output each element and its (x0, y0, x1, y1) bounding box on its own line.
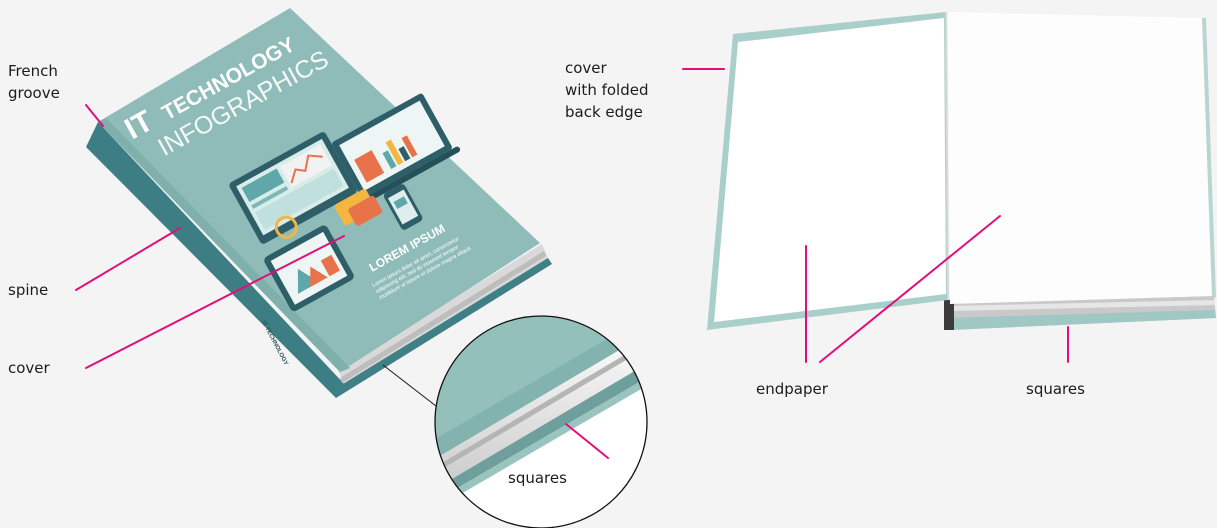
leader-squares-zoom (565, 423, 609, 459)
leader-french-groove (85, 104, 104, 127)
leader-endpaper-right (819, 215, 1001, 363)
endpaper-left (714, 18, 946, 322)
label-cover-folded-line-1: cover (565, 59, 607, 77)
cover-illustration (229, 93, 461, 312)
label-french-groove: French groove (8, 60, 60, 104)
label-squares-right: squares (1026, 380, 1085, 398)
leader-lines (75, 68, 1069, 459)
label-cover-folded-line-3: back edge (565, 103, 643, 121)
label-cover-folded: cover with folded back edge (565, 57, 649, 123)
book-spine (86, 122, 348, 392)
label-spine: spine (8, 281, 49, 299)
endpaper-right (948, 12, 1212, 304)
squares-zoom-circle (382, 315, 648, 528)
label-cover: cover (8, 359, 50, 377)
closed-book: IT TECHNOLOGY INFOGRAPHICS (86, 8, 552, 398)
label-french-groove-line-1: French (8, 62, 58, 80)
label-french-groove-line-2: groove (8, 84, 60, 102)
label-squares-zoom: squares (508, 469, 567, 487)
leader-cover (85, 235, 345, 369)
label-endpaper: endpaper (756, 380, 828, 398)
leader-spine (75, 227, 181, 291)
open-book (707, 11, 1216, 330)
label-cover-folded-line-2: with folded (565, 81, 649, 99)
